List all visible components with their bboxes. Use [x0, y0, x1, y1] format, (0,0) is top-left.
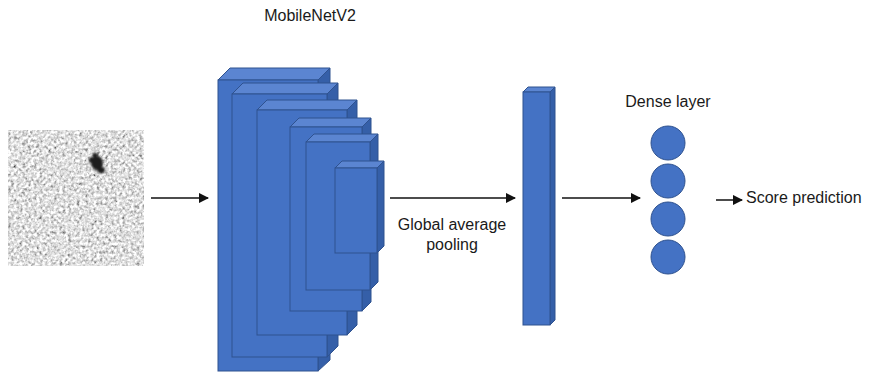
- input-image: [8, 130, 144, 266]
- cnn-stack-node: MobileNetV2: [213, 6, 407, 34]
- flow-arrow: [151, 197, 208, 199]
- flow-arrow: [390, 197, 515, 199]
- flow-arrow: [716, 199, 742, 201]
- neuron-circles: [651, 126, 685, 274]
- node-title: MobileNetV2: [213, 6, 407, 26]
- node-title: Score prediction: [746, 188, 886, 208]
- output-node: Score prediction: [746, 188, 886, 208]
- node-title: Dense layer: [622, 92, 714, 112]
- operation-label: Global average pooling: [388, 215, 516, 255]
- dense-layer-node: Dense layer: [622, 92, 714, 276]
- cnn-stack: [218, 68, 384, 371]
- flow-arrow: [562, 197, 640, 199]
- feature-vector: [523, 87, 555, 325]
